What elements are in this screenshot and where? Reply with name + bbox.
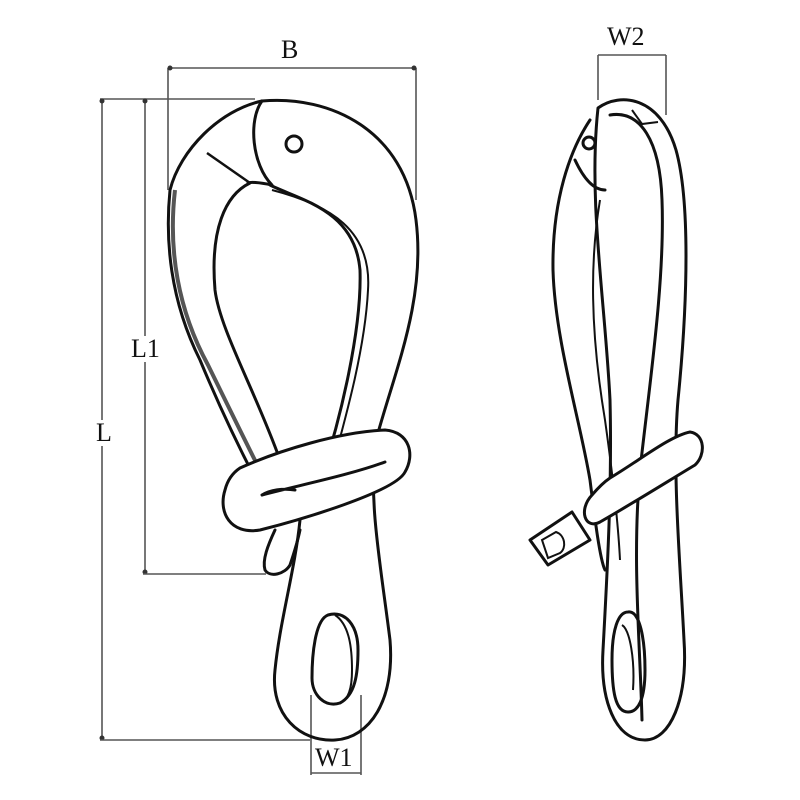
hinge-pin-icon (284, 134, 304, 154)
front-view (166, 98, 420, 742)
gate-tip (262, 528, 302, 576)
side-eye (610, 610, 647, 714)
eye-opening (310, 612, 360, 706)
dimension-label-W1: W1 (313, 743, 355, 772)
side-slide-ring (582, 430, 704, 526)
gate-hinge (246, 99, 274, 187)
dimension-label-W2: W2 (605, 22, 647, 51)
ring-tab (528, 510, 592, 567)
dimension-label-L1: L1 (129, 334, 162, 363)
dimension-label-L: L (94, 418, 114, 447)
side-view (528, 98, 704, 742)
side-body-outline (593, 98, 688, 742)
hook-inner-opening (212, 181, 362, 477)
side-hinge-pin-icon (581, 135, 597, 151)
gate-outline (166, 99, 274, 512)
hook-body-outline (260, 98, 420, 742)
dimension-label-B: B (279, 35, 301, 64)
